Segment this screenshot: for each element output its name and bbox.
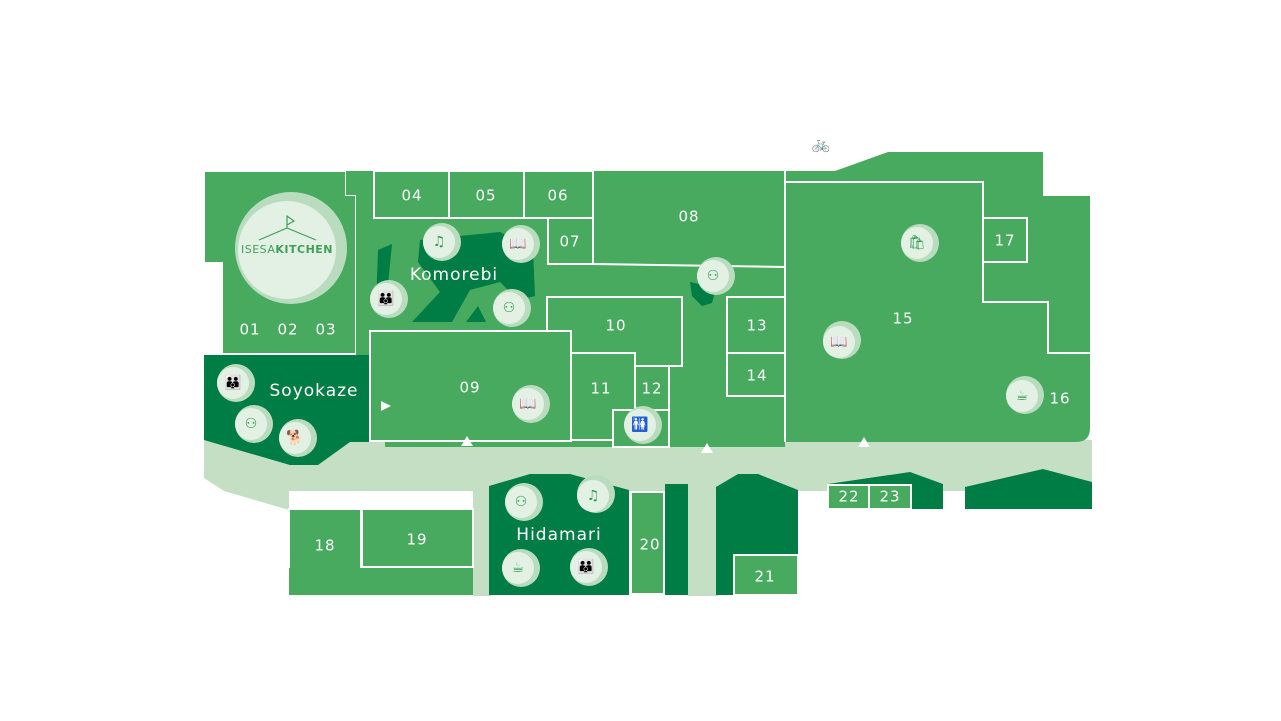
unit-label: 20 bbox=[639, 536, 660, 554]
isesa-kitchen-logo[interactable]: ISESAKITCHEN bbox=[235, 192, 347, 304]
lower-left-block bbox=[289, 568, 473, 595]
unit-label: 07 bbox=[559, 233, 580, 251]
unit-22[interactable] bbox=[827, 484, 870, 510]
svg-text:ISESAKITCHEN: ISESAKITCHEN bbox=[241, 243, 333, 256]
svg-text:⚇: ⚇ bbox=[515, 494, 528, 510]
walkway-lane bbox=[688, 484, 718, 596]
reading-icon[interactable]: 📖 bbox=[823, 321, 861, 359]
unit-23[interactable] bbox=[868, 484, 912, 510]
unit-18[interactable] bbox=[288, 508, 362, 578]
unit-label: 22 bbox=[838, 488, 859, 506]
logo-text: ISESA bbox=[241, 243, 275, 256]
unit-09[interactable] bbox=[369, 330, 572, 442]
area-label-soyokaze: Soyokaze bbox=[270, 381, 359, 401]
svg-text:♫: ♫ bbox=[433, 234, 446, 250]
svg-text:📖: 📖 bbox=[509, 236, 526, 252]
meeting-icon[interactable]: ⚇ bbox=[505, 483, 543, 521]
area-label-komorebi: Komorebi bbox=[410, 265, 498, 285]
unit-label: 12 bbox=[641, 380, 662, 398]
svg-text:📖: 📖 bbox=[519, 396, 536, 412]
family-icon[interactable]: 👪 bbox=[570, 548, 608, 586]
dark-block-right bbox=[965, 469, 1092, 509]
svg-text:☕: ☕ bbox=[512, 560, 525, 576]
meeting-icon[interactable]: ⚇ bbox=[493, 289, 531, 327]
dog-icon[interactable]: 🐕 bbox=[279, 419, 317, 457]
unit-label: 17 bbox=[994, 232, 1015, 250]
meeting-icon[interactable]: ⚇ bbox=[697, 257, 735, 295]
svg-text:⚇: ⚇ bbox=[245, 416, 258, 432]
svg-text:☕: ☕ bbox=[1016, 388, 1029, 404]
unit-label: 10 bbox=[605, 317, 626, 335]
unit-label: 21 bbox=[754, 568, 775, 586]
meeting-icon[interactable]: ⚇ bbox=[235, 405, 273, 443]
cafe-icon[interactable]: ☕ bbox=[1006, 376, 1044, 414]
unit-label: 03 bbox=[315, 321, 336, 339]
svg-text:⚇: ⚇ bbox=[503, 300, 516, 316]
unit-label: 14 bbox=[746, 367, 767, 385]
svg-text:🐕: 🐕 bbox=[286, 429, 303, 446]
unit-15-block[interactable] bbox=[785, 152, 1090, 442]
dark-block bbox=[665, 484, 688, 595]
area-label-hidamari: Hidamari bbox=[516, 525, 601, 545]
music-icon[interactable]: ♫ bbox=[423, 223, 461, 261]
unit-label: 15 bbox=[892, 310, 913, 328]
unit-label: 04 bbox=[401, 187, 422, 205]
shopping-icon[interactable]: 🛍 bbox=[901, 224, 939, 262]
unit-21[interactable] bbox=[733, 554, 799, 596]
unit-label: 05 bbox=[475, 187, 496, 205]
unit-17[interactable] bbox=[982, 217, 1028, 263]
unit-label: 02 bbox=[277, 321, 298, 339]
unit-label: 01 bbox=[239, 321, 260, 339]
svg-text:👪: 👪 bbox=[577, 558, 594, 575]
svg-text:♫: ♫ bbox=[587, 488, 600, 504]
unit-20[interactable] bbox=[630, 491, 665, 595]
walkway bbox=[204, 440, 1092, 510]
unit-label: 13 bbox=[746, 317, 767, 335]
unit-label: 08 bbox=[678, 208, 699, 226]
svg-text:🚻: 🚻 bbox=[631, 416, 648, 433]
logo-text-bold: KITCHEN bbox=[275, 243, 333, 256]
unit-label: 16 bbox=[1049, 390, 1070, 408]
unit-label: 19 bbox=[406, 531, 427, 549]
unit-label: 06 bbox=[547, 187, 568, 205]
svg-text:⚇: ⚇ bbox=[707, 268, 720, 284]
family-icon[interactable]: 👪 bbox=[370, 280, 408, 318]
unit-19[interactable] bbox=[361, 508, 474, 568]
cafe-icon[interactable]: ☕ bbox=[502, 549, 540, 587]
entrance-arrow-icon bbox=[381, 401, 870, 453]
reading-icon[interactable]: 📖 bbox=[512, 385, 550, 423]
bicycle-parking-icon: 🚲 bbox=[812, 135, 831, 153]
music-icon[interactable]: ♫ bbox=[577, 475, 615, 513]
unit-label: 18 bbox=[314, 537, 335, 555]
walkway-lane bbox=[473, 488, 491, 596]
svg-text:🛍: 🛍 bbox=[908, 234, 926, 251]
family-icon[interactable]: 👪 bbox=[217, 364, 255, 402]
restroom-icon[interactable]: 🚻 bbox=[624, 406, 662, 444]
svg-text:📖: 📖 bbox=[830, 334, 847, 350]
svg-text:👪: 👪 bbox=[224, 374, 241, 391]
unit-14[interactable] bbox=[726, 352, 786, 397]
unit-label: 23 bbox=[879, 488, 900, 506]
unit-label: 09 bbox=[459, 379, 480, 397]
svg-text:👪: 👪 bbox=[377, 290, 394, 307]
reading-icon[interactable]: 📖 bbox=[502, 225, 540, 263]
unit-04[interactable] bbox=[373, 170, 450, 219]
unit-label: 11 bbox=[590, 380, 611, 398]
